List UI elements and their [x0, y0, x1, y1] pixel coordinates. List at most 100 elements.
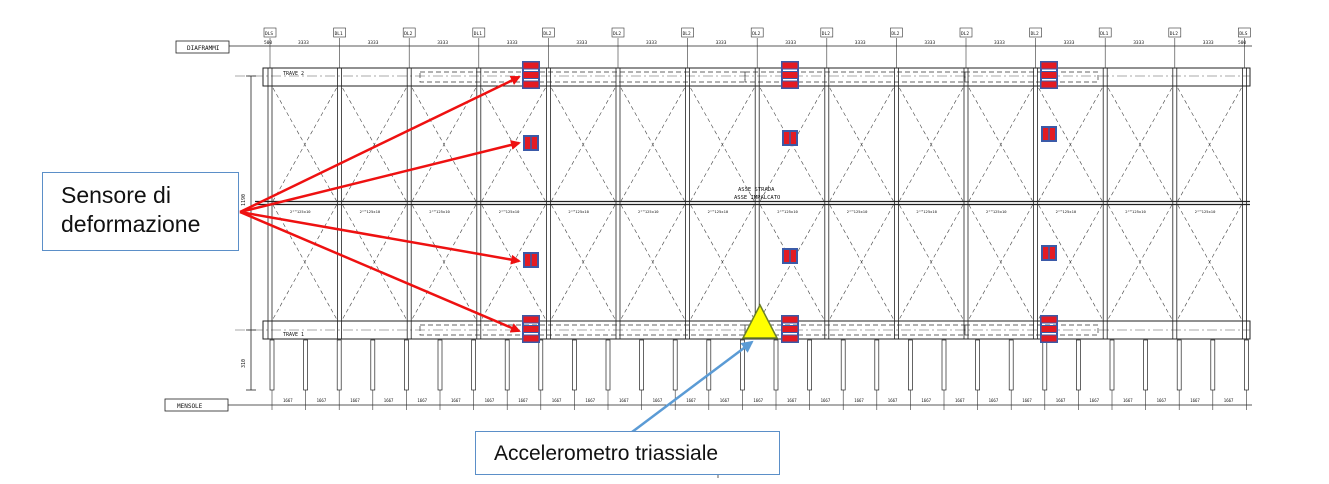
- bottom-dimension-label: 1667: [283, 398, 293, 403]
- top-dimension-label: 3333: [994, 40, 1005, 46]
- left-dimension-label-2: 310: [241, 359, 247, 368]
- bottom-dimension-label: 1667: [821, 398, 831, 403]
- bracing-line: [968, 204, 1033, 320]
- strain-sensor-icon: [781, 61, 799, 70]
- mensola-post: [908, 339, 913, 391]
- top-dimension-label: 3333: [507, 40, 518, 46]
- sensor-callout-text: Sensore di deformazione: [61, 182, 201, 237]
- section-label: 2"™125x10: [916, 209, 937, 214]
- top-dimension-label: 3333: [1133, 40, 1144, 46]
- mensola-post: [1008, 339, 1014, 391]
- deck-structure: DLS2"™125x10DL12"™125x10DL22"™125x10DL12…: [228, 27, 1252, 410]
- bracing-line: [1038, 87, 1103, 202]
- bottom-dimension-label: 1667: [787, 398, 797, 403]
- diaphragm-tag: DL2: [1031, 31, 1039, 37]
- mensola-post: [773, 339, 779, 391]
- mensola-post: [1210, 339, 1216, 391]
- mensola-post: [1042, 339, 1048, 391]
- top-dimension-label: 500: [264, 40, 272, 46]
- section-label: 2"™125x10: [429, 209, 450, 214]
- top-dimension-label: 3333: [298, 40, 309, 46]
- sensor-arrow: [239, 75, 521, 214]
- diaphragm-tag-box: [263, 27, 277, 38]
- bracing-line: [1038, 204, 1103, 320]
- mensola-post: [1076, 339, 1081, 391]
- strain-sensor-icon: [781, 71, 799, 79]
- mensola-post: [404, 339, 409, 391]
- top-dimension-label: 3333: [855, 40, 866, 46]
- mensola-post: [370, 339, 376, 391]
- bottom-dimension-label: 1667: [585, 398, 595, 403]
- diaphragm-tag: DL2: [1170, 31, 1178, 37]
- mensola-post: [303, 339, 308, 391]
- bracing-line: [829, 87, 894, 202]
- asse-impalcato-label: ASSE IMPALCATO: [734, 195, 780, 201]
- mensola-post: [269, 339, 275, 391]
- bracing-line: [411, 204, 477, 320]
- sensor-arrow: [239, 140, 521, 214]
- bracing-line: [829, 204, 894, 320]
- bottom-dimension-label: 1667: [1190, 398, 1200, 403]
- accelerometer-triangle-icon: [741, 303, 779, 339]
- sensor-callout-box: Sensore di deformazione: [42, 172, 239, 251]
- strain-sensors: [522, 61, 1058, 343]
- section-label: 2"™125x10: [986, 209, 1007, 214]
- bottom-dimension-label: 1667: [317, 398, 327, 403]
- strain-sensor-icon: [781, 315, 799, 324]
- mensola-post: [706, 339, 712, 391]
- section-label: 2"™125x10: [499, 209, 520, 214]
- drawing-labels: DIAFRAMMI MENSOLE TRAVE 2 TRAVE 1 ASSE S…: [164, 40, 780, 412]
- bracing-line: [342, 87, 407, 202]
- mensola-post: [538, 339, 544, 391]
- bottom-dimension-label: 1667: [653, 398, 663, 403]
- mensola-post: [941, 339, 947, 391]
- top-dimension-label: 3333: [785, 40, 796, 46]
- strain-sensor-icon: [522, 80, 540, 89]
- bottom-dimension-label: 1667: [417, 398, 427, 403]
- bottom-dimension-label: 1667: [854, 398, 864, 403]
- mensola-post: [504, 339, 510, 391]
- bottom-dimension-label: 1667: [1123, 398, 1133, 403]
- diaphragm-tag: DL2: [543, 31, 551, 37]
- left-dimension-label: 1190: [241, 194, 247, 206]
- bottom-dimension-label: 1667: [485, 398, 495, 403]
- mensola-post: [336, 339, 342, 391]
- top-dimension-label: 3333: [368, 40, 379, 46]
- diaphragm-tag: DL1: [1100, 31, 1108, 37]
- strain-sensor-icon: [522, 325, 540, 333]
- mensola-post: [1176, 339, 1182, 391]
- strain-sensor-icon: [1040, 334, 1058, 343]
- diaphragm-tag-box: [820, 27, 834, 38]
- bracing-line: [1107, 87, 1173, 202]
- bracing-line: [690, 87, 755, 202]
- diaphragm-tag-box: [1098, 27, 1112, 38]
- strain-sensor-icon: [522, 334, 540, 343]
- asse-strada-label: ASSE STRADA: [738, 187, 775, 193]
- top-dimension-label: 3333: [924, 40, 935, 46]
- bracing-line: [272, 204, 337, 320]
- sensor-arrow: [239, 210, 521, 333]
- bracing-line: [1177, 87, 1242, 202]
- bottom-dimension-label: 1667: [451, 398, 461, 403]
- section-label: 2"™125x10: [1125, 209, 1146, 214]
- strain-sensor-icon: [781, 334, 799, 343]
- accelerometer-callout-box: Accelerometro triassiale: [475, 431, 780, 475]
- top-dimension-label: 3333: [716, 40, 727, 46]
- bottom-dimension-label: 1667: [921, 398, 931, 403]
- top-dimension-label: 500: [1238, 40, 1246, 46]
- diaphragm-tag-box: [402, 27, 416, 38]
- bracing-line: [551, 87, 616, 202]
- diaphragm-tag: DL2: [891, 31, 899, 37]
- section-label: 2"™125x10: [1056, 209, 1077, 214]
- top-dimension-label: 3333: [1203, 40, 1214, 46]
- section-label: 2"™125x10: [777, 209, 798, 214]
- strain-sensor-icon: [1040, 315, 1058, 324]
- top-beam: [262, 67, 1251, 87]
- bottom-dimension-label: 1667: [350, 398, 360, 403]
- strain-sensor-icon: [522, 315, 540, 324]
- bracing-line: [551, 204, 616, 320]
- bracing-line: [690, 204, 755, 320]
- bottom-dimension-label: 1667: [1224, 398, 1234, 403]
- diaphragm-tag-box: [542, 27, 555, 38]
- diaphragm-tag-box: [750, 27, 764, 38]
